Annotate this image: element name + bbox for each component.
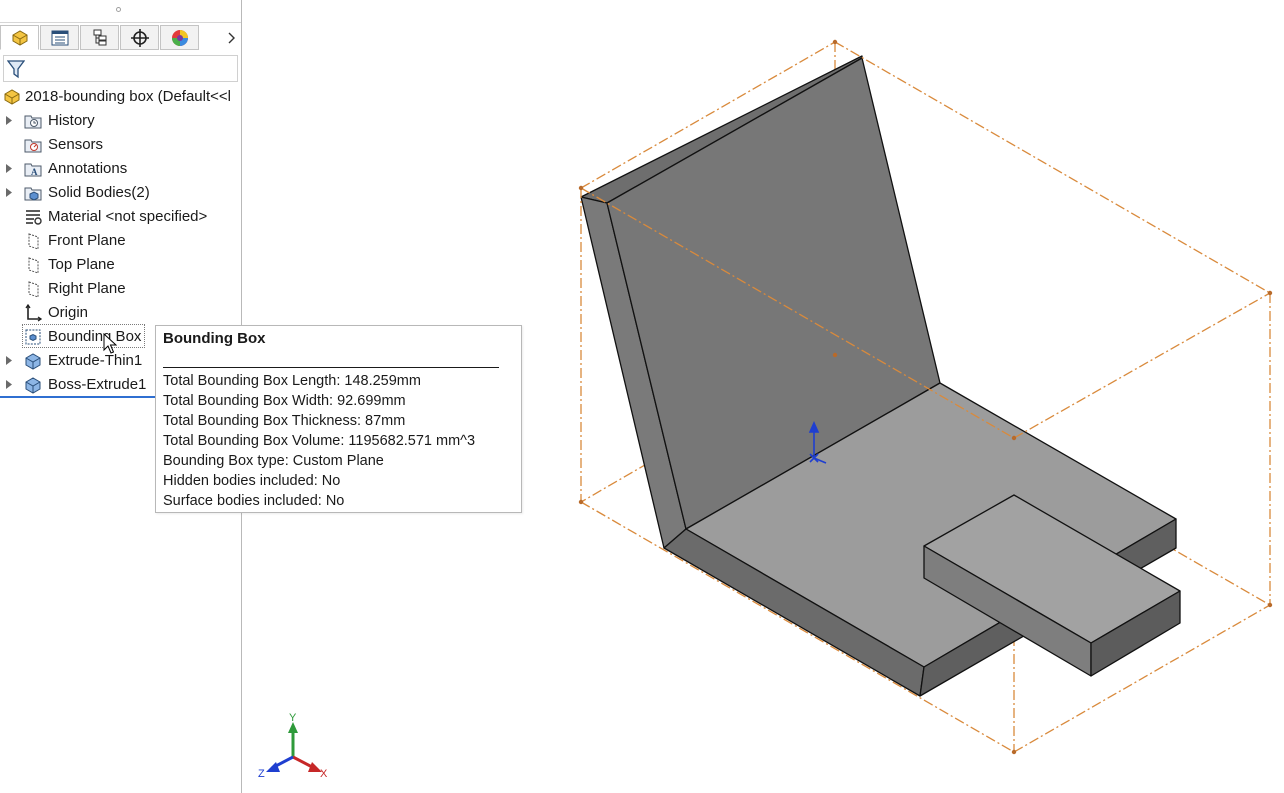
solid-bodies-icon <box>24 187 42 201</box>
tooltip-volume: Total Bounding Box Volume: 1195682.571 m… <box>163 433 476 449</box>
tooltip-box-type: Bounding Box type: Custom Plane <box>163 453 384 469</box>
tree-item-label: Boss-Extrude1 <box>48 376 147 393</box>
bounding-box-tooltip: Bounding Box Total Bounding Box Length: … <box>155 325 522 513</box>
propertymanager-tab[interactable] <box>40 25 79 50</box>
extrude-feature-icon <box>25 377 41 394</box>
manager-tab-bar <box>0 25 241 52</box>
tree-item-solid-bodies[interactable]: Solid Bodies(2) <box>0 181 241 205</box>
tree-filter-bar[interactable] <box>3 55 238 82</box>
crosshair-icon <box>130 28 149 47</box>
tree-item-label: History <box>48 112 95 129</box>
tree-item-label: Solid Bodies(2) <box>48 184 150 201</box>
tooltip-divider <box>163 367 499 368</box>
svg-text:A: A <box>31 167 38 177</box>
panel-resize-grip[interactable] <box>0 0 241 23</box>
expand-arrow-icon <box>6 116 12 125</box>
extrude-feature-icon <box>25 353 41 370</box>
expand-arrow-icon <box>6 188 12 197</box>
plane-icon <box>28 257 39 274</box>
tree-root-label: 2018-bounding box (Default<<l <box>25 88 231 105</box>
tree-root-part[interactable]: 2018-bounding box (Default<<l <box>0 85 241 109</box>
filter-icon <box>7 60 25 79</box>
tree-item-bounding-box[interactable]: Bounding Box <box>0 324 241 349</box>
tree-item-annotations[interactable]: A Annotations <box>0 157 241 181</box>
tree-item-label: Top Plane <box>48 256 115 273</box>
tree-item-label: Material <not specified> <box>48 208 208 225</box>
part-icon <box>12 29 27 46</box>
dimxpert-tab[interactable] <box>120 25 159 50</box>
part-icon <box>4 89 20 105</box>
tooltip-length: Total Bounding Box Length: 148.259mm <box>163 373 421 389</box>
expand-arrow-icon <box>6 164 12 173</box>
tooltip-details: Total Bounding Box Length: 148.259mm Tot… <box>163 371 475 511</box>
history-folder-icon <box>24 115 42 129</box>
expand-arrow-icon <box>6 380 12 389</box>
material-icon <box>26 210 42 225</box>
tree-item-history[interactable]: History <box>0 109 241 133</box>
tree-item-label: Bounding Box <box>48 328 142 345</box>
tooltip-surface-bodies: Surface bodies included: No <box>163 493 345 509</box>
tree-item-material[interactable]: Material <not specified> <box>0 205 241 229</box>
more-tabs-button[interactable] <box>224 28 240 48</box>
l-bracket-body[interactable] <box>580 55 1181 697</box>
featuremanager-tab[interactable] <box>0 25 39 50</box>
tree-item-label: Origin <box>48 304 89 321</box>
expand-arrow-icon <box>6 356 12 365</box>
tree-item-origin[interactable]: Origin <box>0 301 241 325</box>
triad-y-label: Y <box>289 712 297 724</box>
tooltip-hidden-bodies: Hidden bodies included: No <box>163 473 341 489</box>
mouse-pointer-icon <box>103 333 117 354</box>
tooltip-width: Total Bounding Box Width: 92.699mm <box>163 393 406 409</box>
property-manager-icon <box>51 30 68 45</box>
view-triad[interactable]: Y X Z <box>258 712 328 780</box>
model-view[interactable]: Y X Z <box>243 0 1284 793</box>
bounding-box-outline <box>580 41 1271 753</box>
model-origin-icon <box>808 421 827 464</box>
configuration-manager-icon <box>93 29 106 45</box>
tree-item-top-plane[interactable]: Top Plane <box>0 253 241 277</box>
bounding-box-corner-points <box>578 39 1273 755</box>
tooltip-thickness: Total Bounding Box Thickness: 87mm <box>163 413 406 429</box>
tree-item-boss-extrude1[interactable]: Boss-Extrude1 <box>0 373 241 397</box>
triad-z-label: Z <box>258 768 265 780</box>
sensors-icon <box>24 139 42 153</box>
tree-item-label: Front Plane <box>48 232 126 249</box>
grip-handle-icon <box>116 7 121 12</box>
chevron-right-icon <box>228 32 235 44</box>
graphics-area[interactable]: Y X Z <box>243 0 1284 793</box>
annotations-icon: A <box>24 163 42 177</box>
tooltip-title: Bounding Box <box>163 330 266 347</box>
origin-icon <box>25 304 42 322</box>
tree-item-front-plane[interactable]: Front Plane <box>0 229 241 253</box>
bounding-box-icon <box>25 329 41 345</box>
rollback-bar[interactable] <box>0 396 155 398</box>
configurationmanager-tab[interactable] <box>80 25 119 50</box>
display-manager-tab[interactable] <box>160 25 199 50</box>
hover-highlight <box>22 324 145 348</box>
tree-item-label: Right Plane <box>48 280 126 297</box>
plane-icon <box>28 281 39 298</box>
triad-x-label: X <box>320 768 328 780</box>
tree-item-sensors[interactable]: Sensors <box>0 133 241 157</box>
tree-item-right-plane[interactable]: Right Plane <box>0 277 241 301</box>
tree-item-label: Annotations <box>48 160 128 177</box>
tree-item-label: Sensors <box>48 136 104 153</box>
appearance-sphere-icon <box>171 29 188 46</box>
tree-item-extrude-thin1[interactable]: Extrude-Thin1 <box>0 349 241 373</box>
tree-item-label: Extrude-Thin1 <box>48 352 143 369</box>
plane-icon <box>28 233 39 250</box>
